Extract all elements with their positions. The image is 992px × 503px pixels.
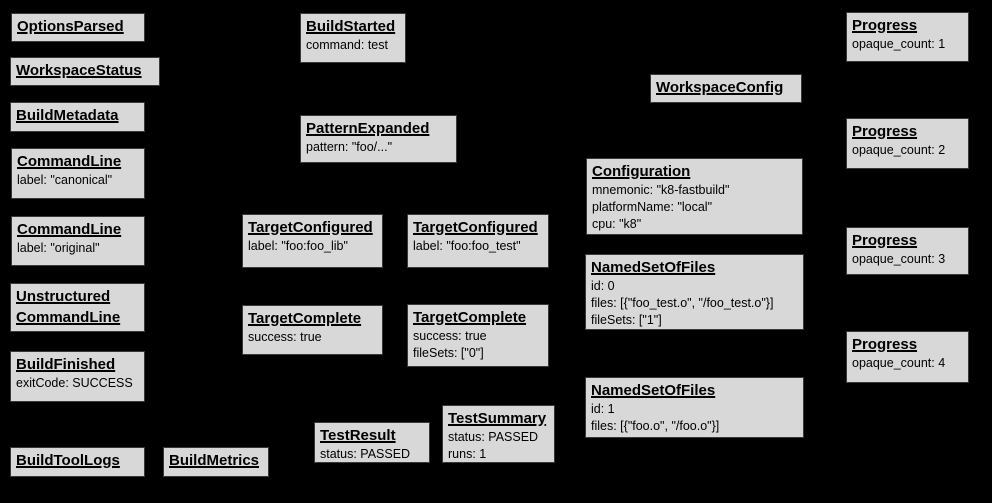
event-box-workspace-config: WorkspaceConfig — [650, 74, 802, 103]
event-title: TargetConfigured — [413, 219, 538, 236]
event-box-unstructured-command-line: Unstructured CommandLine — [10, 283, 145, 332]
event-box-workspace-status: WorkspaceStatus — [10, 57, 160, 86]
event-title: BuildMetadata — [16, 107, 119, 124]
event-field: label: "foo:foo_lib" — [248, 239, 348, 253]
event-field: opaque_count: 1 — [852, 37, 946, 51]
event-field: id: 0 — [591, 279, 615, 293]
event-title: OptionsParsed — [17, 18, 124, 35]
event-title: TestResult — [320, 427, 396, 444]
event-title: Progress — [852, 336, 918, 353]
event-field: success: true — [248, 330, 322, 344]
event-field: mnemonic: "k8-fastbuild" — [592, 183, 730, 197]
event-title: BuildToolLogs — [16, 452, 120, 469]
event-title: CommandLine — [17, 153, 122, 170]
event-box-build-started: BuildStarted command: test — [300, 13, 406, 63]
event-field: pattern: "foo/..." — [306, 140, 393, 154]
event-title: BuildFinished — [16, 356, 116, 373]
event-field: exitCode: SUCCESS — [16, 376, 133, 390]
event-title: WorkspaceConfig — [656, 79, 784, 96]
event-title: TargetComplete — [248, 310, 362, 327]
event-box-pattern-expanded: PatternExpanded pattern: "foo/..." — [300, 115, 457, 163]
event-field: runs: 1 — [448, 447, 487, 461]
event-box-options-parsed: OptionsParsed — [11, 13, 145, 42]
event-title: PatternExpanded — [306, 120, 430, 137]
event-title: CommandLine — [17, 221, 122, 238]
event-field: fileSets: ["0"] — [413, 346, 484, 360]
event-box-progress-4: Progress opaque_count: 4 — [846, 331, 969, 383]
event-title: Progress — [852, 232, 918, 249]
event-box-build-metadata: BuildMetadata — [10, 102, 145, 132]
event-field: files: [{"foo_test.o", "/foo_test.o"}] — [591, 296, 774, 310]
event-box-test-result: TestResult status: PASSED — [314, 422, 430, 463]
event-box-command-line-original: CommandLine label: "original" — [11, 216, 145, 266]
event-box-progress-2: Progress opaque_count: 2 — [846, 118, 969, 169]
event-field: id: 1 — [591, 402, 615, 416]
event-field: status: PASSED — [320, 447, 411, 461]
event-field: label: "original" — [17, 241, 100, 255]
event-field: label: "canonical" — [17, 173, 113, 187]
event-title: Progress — [852, 17, 918, 34]
event-field: opaque_count: 3 — [852, 252, 946, 266]
event-field: opaque_count: 4 — [852, 356, 946, 370]
event-title: Configuration — [592, 163, 691, 180]
event-box-test-summary: TestSummary status: PASSED runs: 1 — [442, 405, 555, 463]
event-field: label: "foo:foo_test" — [413, 239, 521, 253]
event-box-named-set-of-files-1: NamedSetOfFiles id: 1 files: [{"foo.o", … — [585, 377, 804, 438]
event-box-build-finished: BuildFinished exitCode: SUCCESS — [10, 351, 145, 402]
event-title: NamedSetOfFiles — [591, 382, 716, 399]
event-box-target-complete-foo-lib: TargetComplete success: true — [242, 305, 383, 355]
event-title: TargetComplete — [413, 309, 527, 326]
event-title: Unstructured CommandLine — [16, 288, 121, 326]
event-box-build-metrics: BuildMetrics — [163, 447, 269, 477]
event-field: cpu: "k8" — [592, 217, 642, 231]
event-title: NamedSetOfFiles — [591, 259, 716, 276]
event-title: TargetConfigured — [248, 219, 373, 236]
event-title: TestSummary — [448, 410, 547, 427]
event-title: Progress — [852, 123, 918, 140]
event-field: success: true — [413, 329, 487, 343]
event-title: BuildStarted — [306, 18, 396, 35]
event-title: BuildMetrics — [169, 452, 260, 469]
event-box-named-set-of-files-0: NamedSetOfFiles id: 0 files: [{"foo_test… — [585, 254, 804, 330]
event-field: command: test — [306, 38, 388, 52]
event-title: WorkspaceStatus — [16, 62, 142, 79]
event-box-build-tool-logs: BuildToolLogs — [10, 447, 145, 477]
event-field: fileSets: ["1"] — [591, 313, 662, 327]
event-box-configuration: Configuration mnemonic: "k8-fastbuild" p… — [586, 158, 803, 235]
event-box-target-configured-foo-test: TargetConfigured label: "foo:foo_test" — [407, 214, 549, 268]
event-box-target-complete-foo-test: TargetComplete success: true fileSets: [… — [407, 304, 549, 367]
event-field: status: PASSED — [448, 430, 539, 444]
event-field: files: [{"foo.o", "/foo.o"}] — [591, 419, 720, 433]
event-box-command-line-canonical: CommandLine label: "canonical" — [11, 148, 145, 199]
event-box-target-configured-foo-lib: TargetConfigured label: "foo:foo_lib" — [242, 214, 383, 268]
event-box-progress-3: Progress opaque_count: 3 — [846, 227, 969, 275]
event-field: opaque_count: 2 — [852, 143, 946, 157]
event-box-progress-1: Progress opaque_count: 1 — [846, 12, 969, 62]
event-field: platformName: "local" — [592, 200, 713, 214]
